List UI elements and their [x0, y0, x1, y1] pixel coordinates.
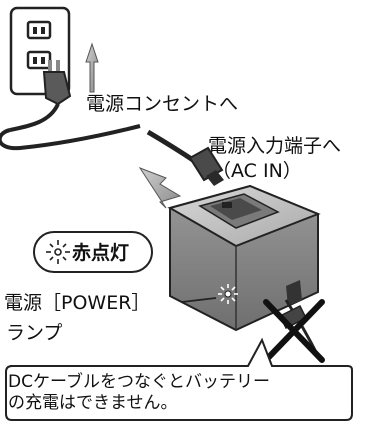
prohibited-cross-icon [263, 299, 325, 363]
power-lamp-sublabel: ランプ [6, 322, 63, 344]
ac-in-connector-icon [146, 129, 224, 186]
red-light-badge [33, 231, 153, 273]
arrow-to-outlet-icon [85, 42, 99, 93]
ac-plug-icon [0, 60, 141, 151]
outlet-label: 電源コンセントへ [86, 93, 239, 115]
ac-in-sublabel: （AC IN） [212, 160, 302, 182]
battery-charger-icon [167, 184, 321, 332]
power-lamp-label: 電源［POWER］ [4, 292, 151, 314]
ac-in-label: 電源入力端子へ [208, 135, 342, 157]
arrow-to-charger-icon [138, 166, 182, 209]
note-callout [5, 337, 353, 421]
lamp-lit-icon [46, 240, 70, 264]
lamp-light-icon [181, 284, 238, 304]
dc-cable-note: DCケーブルをつなぐとバッテリー の充電はできません。 [8, 372, 348, 414]
red-light-label: 赤点灯 [72, 242, 130, 264]
dc-cable-note-line2: の充電はできません。 [8, 393, 178, 413]
dc-cable-note-line1: DCケーブルをつなぐとバッテリー [8, 372, 270, 392]
